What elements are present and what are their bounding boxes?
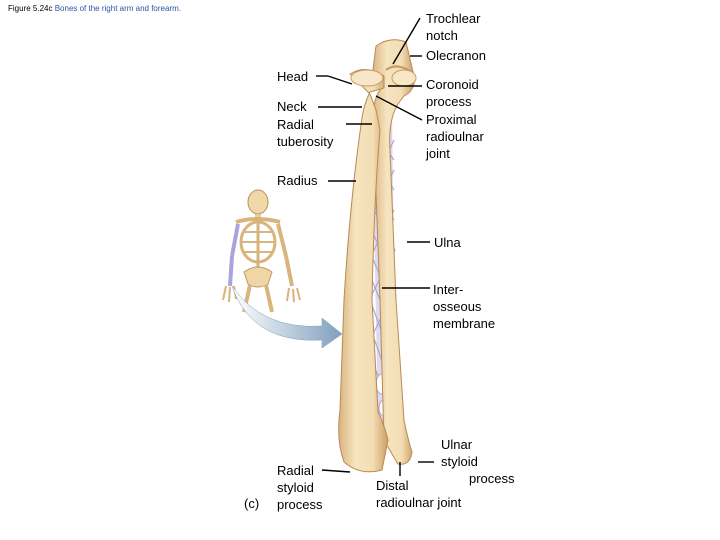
label-line: styloid — [441, 453, 515, 470]
label-distal-radioulnar-joint: Distal radioulnar joint — [376, 477, 461, 511]
label-ulna: Ulna — [434, 234, 461, 251]
label-line: radioulnar joint — [376, 494, 461, 511]
label-line: osseous — [433, 298, 495, 315]
label-line: Radial — [277, 462, 323, 479]
label-line: notch — [426, 27, 480, 44]
label-line: radioulnar — [426, 128, 484, 145]
label-radial-styloid-process: Radial styloid process — [277, 462, 323, 513]
label-line: Radial — [277, 116, 333, 133]
panel-label: (c) — [244, 496, 259, 511]
label-line: membrane — [433, 315, 495, 332]
label-trochlear-notch: Trochlear notch — [426, 10, 480, 44]
label-line: process — [426, 93, 479, 110]
label-line: Ulnar — [441, 436, 515, 453]
label-radius: Radius — [277, 172, 317, 189]
skeleton-figure — [223, 190, 300, 312]
label-line: styloid — [277, 479, 323, 496]
label-radial-tuberosity: Radial tuberosity — [277, 116, 333, 150]
label-line: joint — [426, 145, 484, 162]
label-coronoid-process: Coronoid process — [426, 76, 479, 110]
label-proximal-radioulnar-joint: Proximal radioulnar joint — [426, 111, 484, 162]
label-line: process — [277, 496, 323, 513]
label-olecranon: Olecranon — [426, 47, 486, 64]
label-interosseous-membrane: Inter- osseous membrane — [433, 281, 495, 332]
label-line: Proximal — [426, 111, 484, 128]
label-line: Inter- — [433, 281, 495, 298]
label-line: tuberosity — [277, 133, 333, 150]
label-neck: Neck — [277, 98, 307, 115]
label-line: Coronoid — [426, 76, 479, 93]
label-line: Trochlear — [426, 10, 480, 27]
label-head: Head — [277, 68, 308, 85]
label-line: Distal — [376, 477, 461, 494]
